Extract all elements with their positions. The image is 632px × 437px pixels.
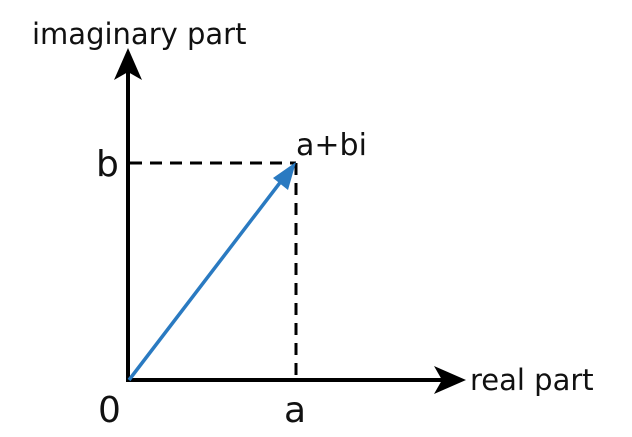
point-label: a+bi [296, 128, 367, 163]
arrowhead-right-icon [434, 366, 466, 394]
x-tick-label: a [284, 390, 306, 431]
vector-line [127, 178, 284, 382]
imaginary-axis-label: imaginary part [32, 17, 246, 51]
arrowhead-up-icon [114, 48, 142, 80]
y-tick-label: b [96, 144, 119, 185]
arrowhead-icon [273, 162, 296, 190]
origin-label: 0 [98, 390, 121, 431]
real-axis-label: real part [470, 363, 594, 397]
